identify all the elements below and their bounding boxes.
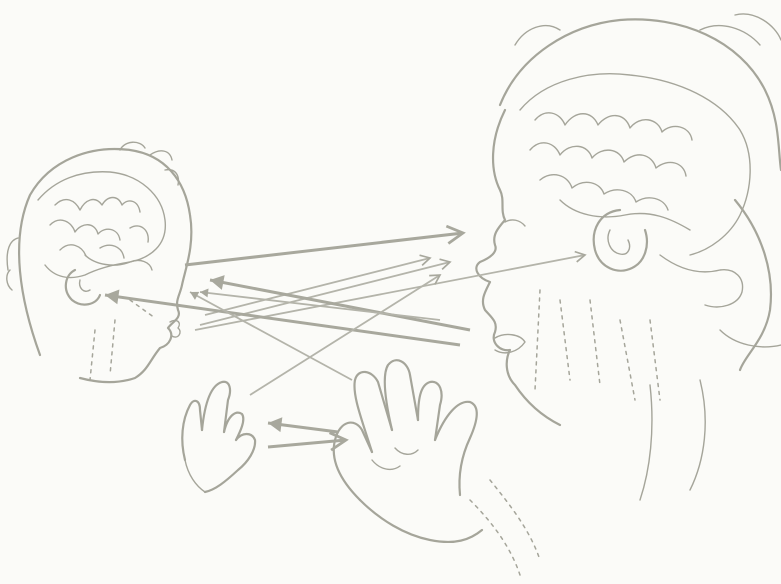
infant-head [7, 142, 192, 382]
adult-hand [334, 360, 540, 575]
arrow-infant-to-adult-brain [195, 255, 585, 330]
arrow-adult-hand-to-infant-hand [268, 423, 338, 432]
infant-hand [182, 382, 255, 492]
arrow-infant-to-adult-face [200, 262, 450, 325]
adult-head [476, 14, 781, 500]
arrow-adult-to-infant-eye [210, 280, 470, 330]
interaction-arrows [105, 233, 585, 447]
